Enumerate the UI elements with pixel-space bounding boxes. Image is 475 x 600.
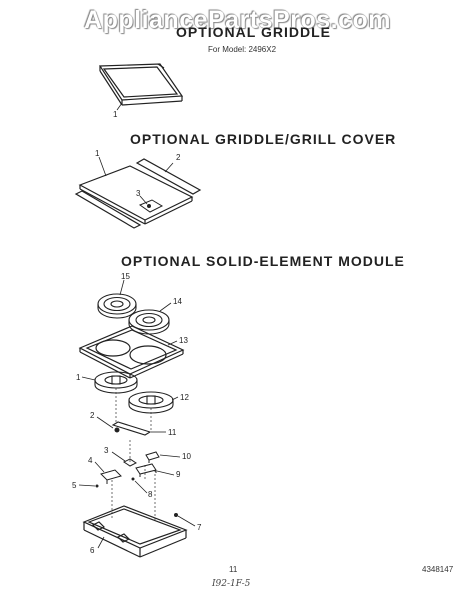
griddle-subtitle: For Model: 2496X2 (208, 45, 277, 54)
handwritten-note: I92-1F-5 (212, 579, 251, 589)
module-part-4 (100, 469, 122, 484)
cover-plate (78, 165, 194, 225)
callout-4: 4 (88, 456, 105, 473)
callout-3: 3 (104, 446, 126, 462)
page-number: 11 (229, 565, 238, 574)
svg-text:10: 10 (182, 452, 191, 461)
callout-14: 14 (159, 297, 182, 312)
callout-2: 2 (90, 411, 114, 429)
cover-left-rail (74, 190, 142, 229)
cover-right-rail (135, 158, 202, 195)
module-element-15 (97, 293, 137, 319)
callout-5: 5 (72, 481, 99, 490)
callout-9: 9 (156, 470, 181, 479)
svg-text:15: 15 (121, 272, 130, 281)
module-switch-10 (145, 451, 160, 463)
cover-clip (138, 199, 164, 213)
svg-text:1: 1 (113, 110, 118, 119)
griddle-plate (98, 63, 184, 106)
module-pan-6 (82, 505, 188, 558)
module-bracket-11 (111, 421, 152, 436)
module-frame-13 (78, 325, 185, 379)
cover-title: OPTIONAL GRIDDLE/GRILL COVER (130, 131, 397, 147)
module-terminal-block-9 (135, 463, 157, 477)
callout-10: 10 (159, 452, 191, 461)
callout-11: 11 (151, 428, 177, 437)
svg-text:4: 4 (88, 456, 93, 465)
callout-13: 13 (167, 336, 188, 346)
svg-text:1: 1 (76, 373, 81, 382)
griddle-title: OPTIONAL GRIDDLE (176, 24, 331, 40)
svg-text:9: 9 (176, 470, 181, 479)
callout-15: 15 (119, 272, 130, 296)
svg-text:14: 14 (173, 297, 182, 306)
svg-text:3: 3 (136, 189, 141, 198)
svg-text:13: 13 (179, 336, 188, 345)
svg-text:11: 11 (168, 428, 177, 437)
part-number: 4348147 (422, 565, 454, 574)
callout-6: 6 (90, 536, 105, 555)
griddle-callout-1: 1 (113, 102, 123, 119)
cover-callout-1: 1 (95, 149, 107, 177)
cover-callout-3: 3 (136, 189, 148, 205)
svg-text:2: 2 (176, 153, 181, 162)
callout-8: 8 (131, 477, 153, 499)
module-title: OPTIONAL SOLID-ELEMENT MODULE (121, 253, 405, 269)
svg-text:8: 8 (148, 490, 153, 499)
svg-text:6: 6 (90, 546, 95, 555)
watermark: AppliancePartsPros.com (84, 6, 391, 34)
callout-12: 12 (171, 393, 189, 402)
svg-text:5: 5 (72, 481, 77, 490)
module-element-14 (128, 309, 170, 335)
svg-text:2: 2 (90, 411, 95, 420)
module-clip-3 (123, 458, 137, 467)
cover-callout-2: 2 (164, 153, 181, 173)
callout-7: 7 (174, 513, 202, 532)
module-screw-2 (114, 427, 120, 433)
svg-text:12: 12 (180, 393, 189, 402)
svg-text:1: 1 (95, 149, 100, 158)
svg-text:7: 7 (197, 523, 202, 532)
callout-1: 1 (76, 373, 96, 382)
svg-text:3: 3 (104, 446, 109, 455)
